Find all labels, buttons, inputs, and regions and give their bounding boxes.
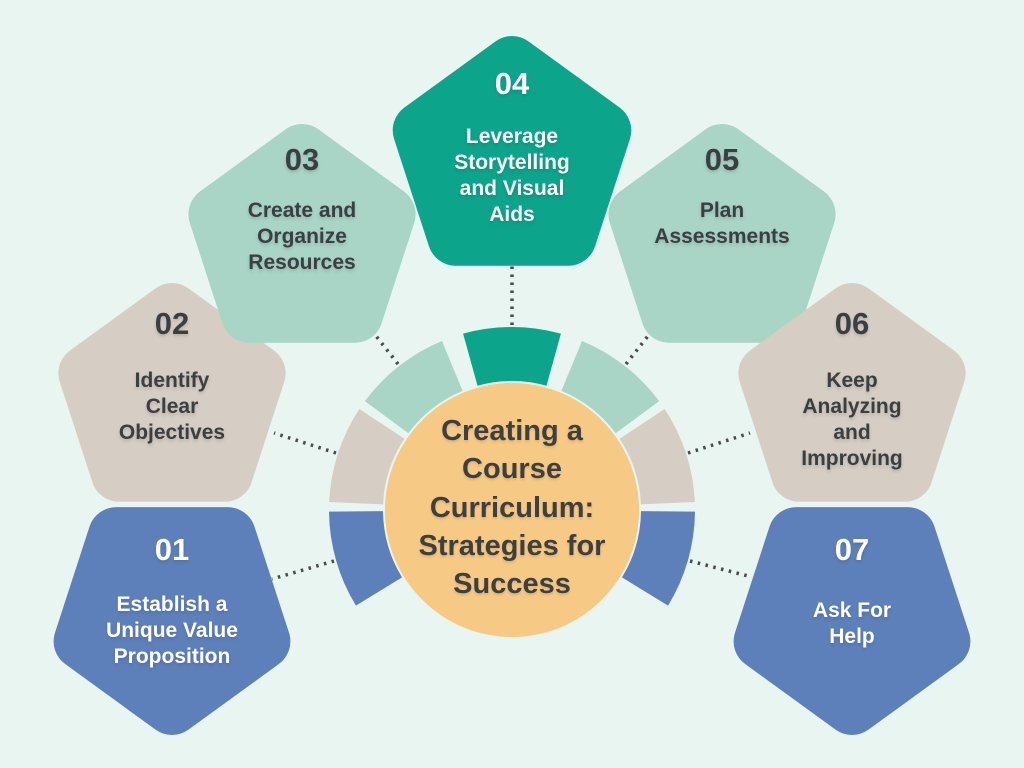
pentagon-03 — [188, 124, 416, 343]
pentagon-02 — [58, 283, 286, 502]
ring-segment-07 — [621, 510, 695, 606]
connector-line-06 — [687, 431, 751, 455]
pentagon-07 — [733, 507, 971, 735]
connector-line-05 — [624, 311, 668, 366]
center-circle — [385, 383, 639, 637]
ring-segment-04 — [463, 327, 561, 386]
ring-segment-06 — [619, 408, 695, 506]
ring-segment-03 — [364, 340, 464, 434]
ring-segment-02 — [329, 408, 405, 506]
pentagon-04 — [392, 36, 632, 266]
pentagon-06 — [738, 283, 966, 502]
connector-line-02 — [273, 431, 337, 455]
pentagon-01 — [53, 507, 291, 735]
ring-segment-05 — [560, 340, 660, 434]
connector-line-07 — [689, 559, 753, 579]
ring-segment-01 — [329, 510, 403, 606]
connector-line-03 — [356, 311, 400, 366]
pentagon-05 — [608, 124, 836, 343]
connector-line-01 — [271, 559, 335, 581]
